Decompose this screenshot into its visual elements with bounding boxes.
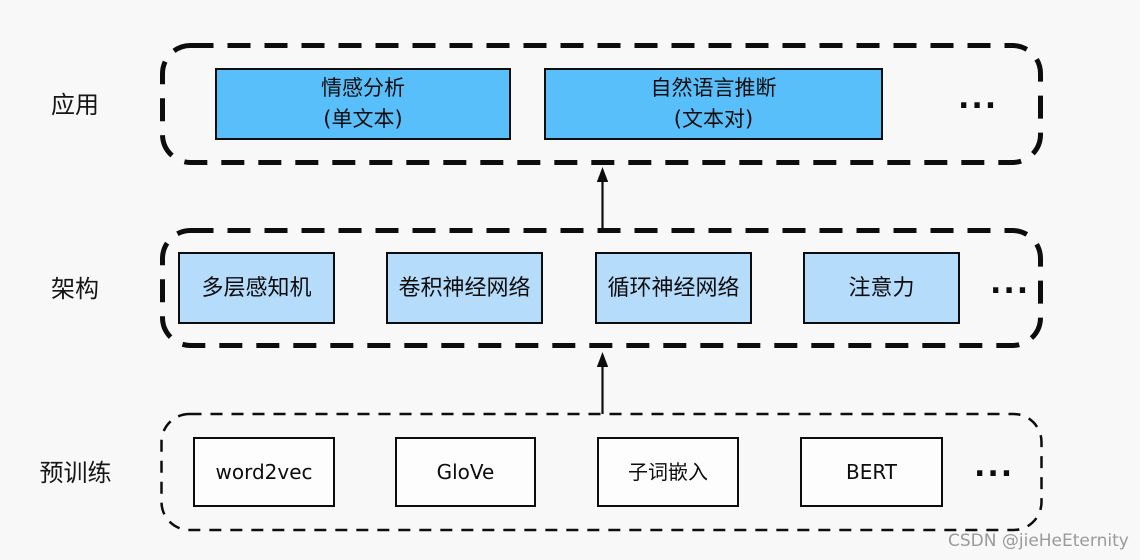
csdn-watermark: CSDN @jieHeEternity: [948, 531, 1129, 551]
box-line-1: 循环神经网络: [607, 275, 740, 301]
ellipsis-application: ...: [958, 81, 999, 116]
box-line-1: 多层感知机: [201, 275, 312, 301]
box-line-1: 情感分析: [321, 76, 405, 100]
box-bert: BERT: [800, 437, 943, 507]
box-line-1: BERT: [845, 459, 897, 484]
ellipsis-architecture: ...: [990, 266, 1031, 301]
box-line-1: 注意力: [848, 275, 915, 301]
ellipsis-pretraining: ...: [974, 449, 1015, 484]
layer-label-architecture: 架构: [51, 275, 99, 303]
layer-label-pretraining: 预训练: [39, 459, 112, 487]
box-word2vec: word2vec: [193, 437, 335, 507]
box-line-1: 卷积神经网络: [398, 275, 531, 301]
box-rnn: 循环神经网络: [595, 252, 752, 324]
arrow-architecture-to-application: [596, 167, 609, 229]
box-glove: GloVe: [395, 437, 536, 507]
box-subword-embedding: 子词嵌入: [597, 437, 739, 507]
box-cnn: 卷积神经网络: [386, 252, 543, 324]
pretraining-layer-border: [160, 412, 1043, 532]
architecture-layer-border: [160, 228, 1043, 348]
box-line-1: word2vec: [215, 459, 313, 484]
box-natural-language-inference: 自然语言推断 (文本对): [544, 68, 883, 140]
box-line-2: (单文本): [323, 107, 403, 131]
arrow-pretraining-to-architecture: [596, 352, 609, 414]
layer-label-application: 应用: [51, 91, 99, 119]
box-attention: 注意力: [803, 252, 960, 324]
box-line-1: 子词嵌入: [628, 459, 708, 484]
box-sentiment-analysis: 情感分析 (单文本): [215, 68, 511, 140]
box-line-1: GloVe: [436, 459, 495, 484]
box-line-2: (文本对): [673, 107, 754, 131]
box-mlp: 多层感知机: [178, 252, 335, 324]
application-layer-border: [160, 43, 1043, 165]
box-line-1: 自然语言推断: [650, 76, 777, 100]
